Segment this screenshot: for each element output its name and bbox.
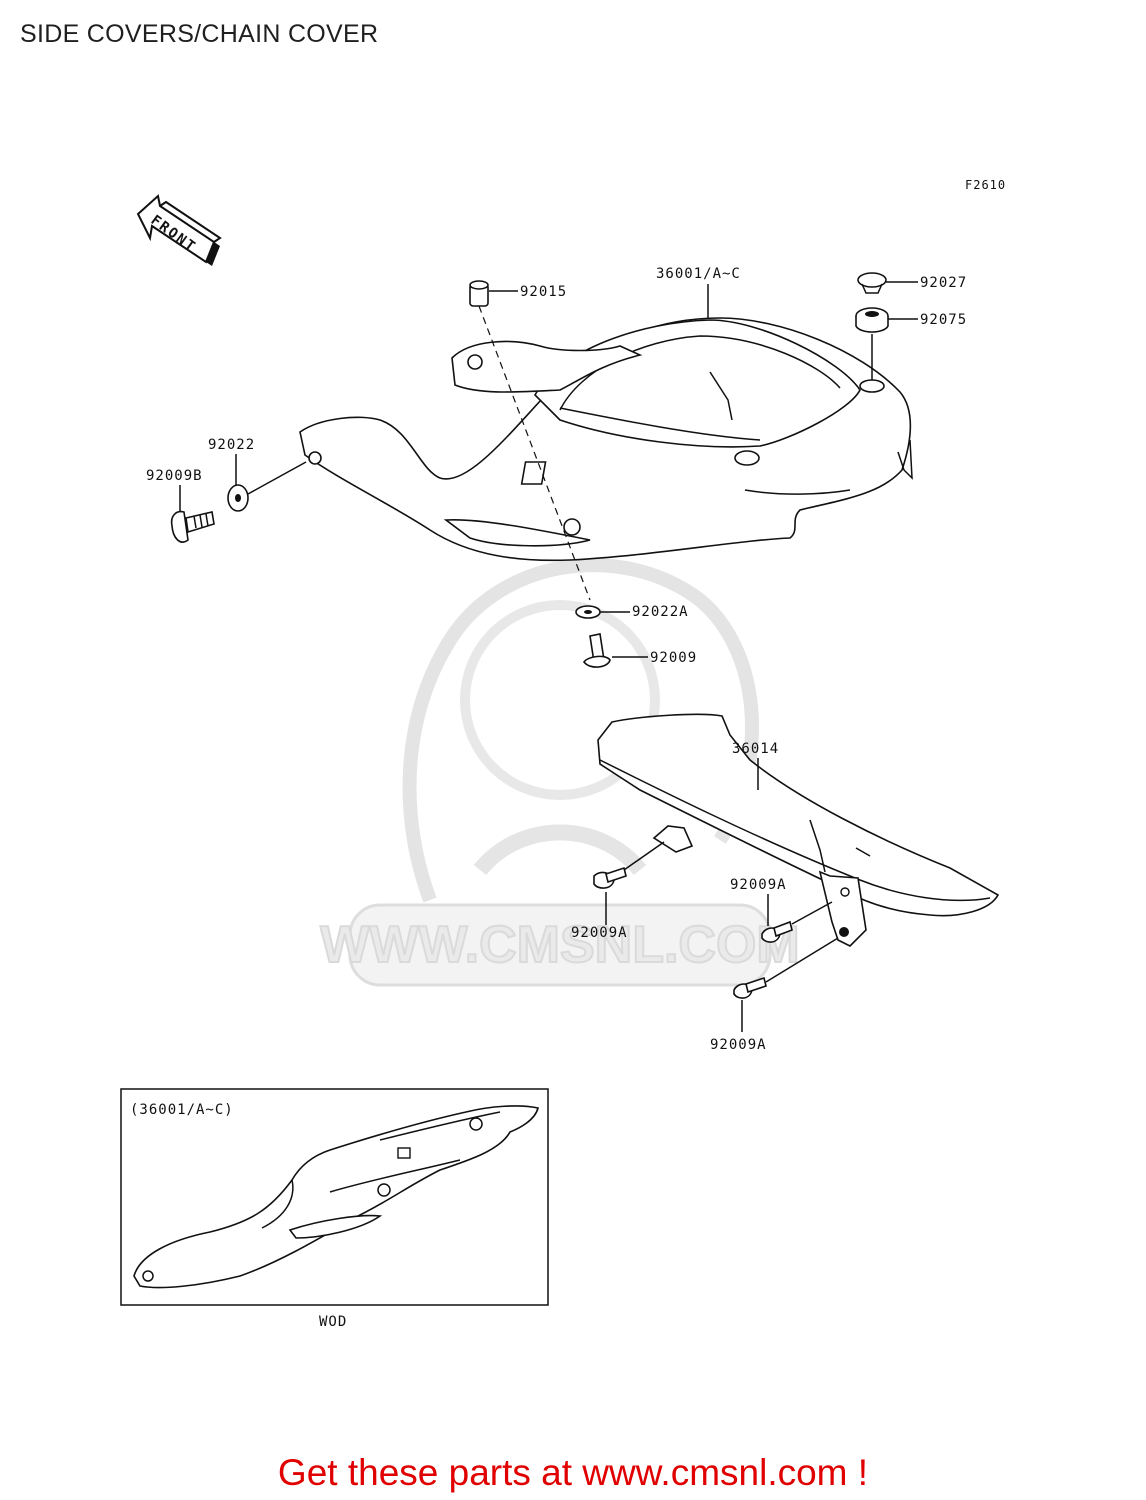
label-92009A-2: 92009A — [571, 925, 628, 941]
variant-inset: (36001/A~C) WOD — [120, 1088, 549, 1330]
figure-code: F2610 — [965, 178, 1007, 192]
part-92015-collar — [469, 280, 489, 307]
part-92009A-bolt-3 — [733, 976, 767, 999]
label-36014: 36014 — [732, 741, 779, 757]
side-cover-assembly — [299, 317, 913, 562]
inset-variant-label: WOD — [319, 1314, 347, 1330]
chain-cover-36014 — [597, 713, 1000, 947]
label-36001: 36001/A~C — [656, 266, 741, 282]
part-92022A-washer — [575, 605, 601, 619]
front-direction-arrow: FRONT — [136, 194, 222, 266]
label-92027: 92027 — [920, 275, 967, 291]
inset-caption: (36001/A~C) — [130, 1102, 234, 1118]
inset-side-cover-illustration — [133, 1105, 539, 1289]
part-92075-grommet — [855, 307, 889, 333]
part-92009A-bolt-1 — [593, 866, 627, 889]
label-92015: 92015 — [520, 284, 567, 300]
page-title: SIDE COVERS/CHAIN COVER — [20, 20, 379, 48]
cmsnl-watermark: WWW.CMSNL.COM — [319, 558, 801, 987]
get-parts-link[interactable]: Get these parts at www.cmsnl.com ! — [277, 1452, 869, 1493]
label-92022: 92022 — [208, 437, 255, 453]
label-92009A-3: 92009A — [710, 1037, 767, 1053]
part-92027-collar — [857, 272, 887, 294]
part-92009B-bolt — [170, 510, 215, 543]
watermark-text: WWW.CMSNL.COM — [320, 916, 799, 974]
label-92022A: 92022A — [632, 604, 689, 620]
label-92009B: 92009B — [146, 468, 203, 484]
part-92009A-bolt-2 — [761, 920, 793, 943]
label-92009: 92009 — [650, 650, 697, 666]
leader-lines — [179, 281, 918, 1032]
part-92009-bolt — [583, 633, 611, 668]
part-labels: 36001/A~C 92015 92027 92075 92022 92009B… — [146, 266, 967, 1053]
label-92009A-1: 92009A — [730, 877, 787, 893]
label-92075: 92075 — [920, 312, 967, 328]
part-92022-washer — [227, 484, 249, 512]
